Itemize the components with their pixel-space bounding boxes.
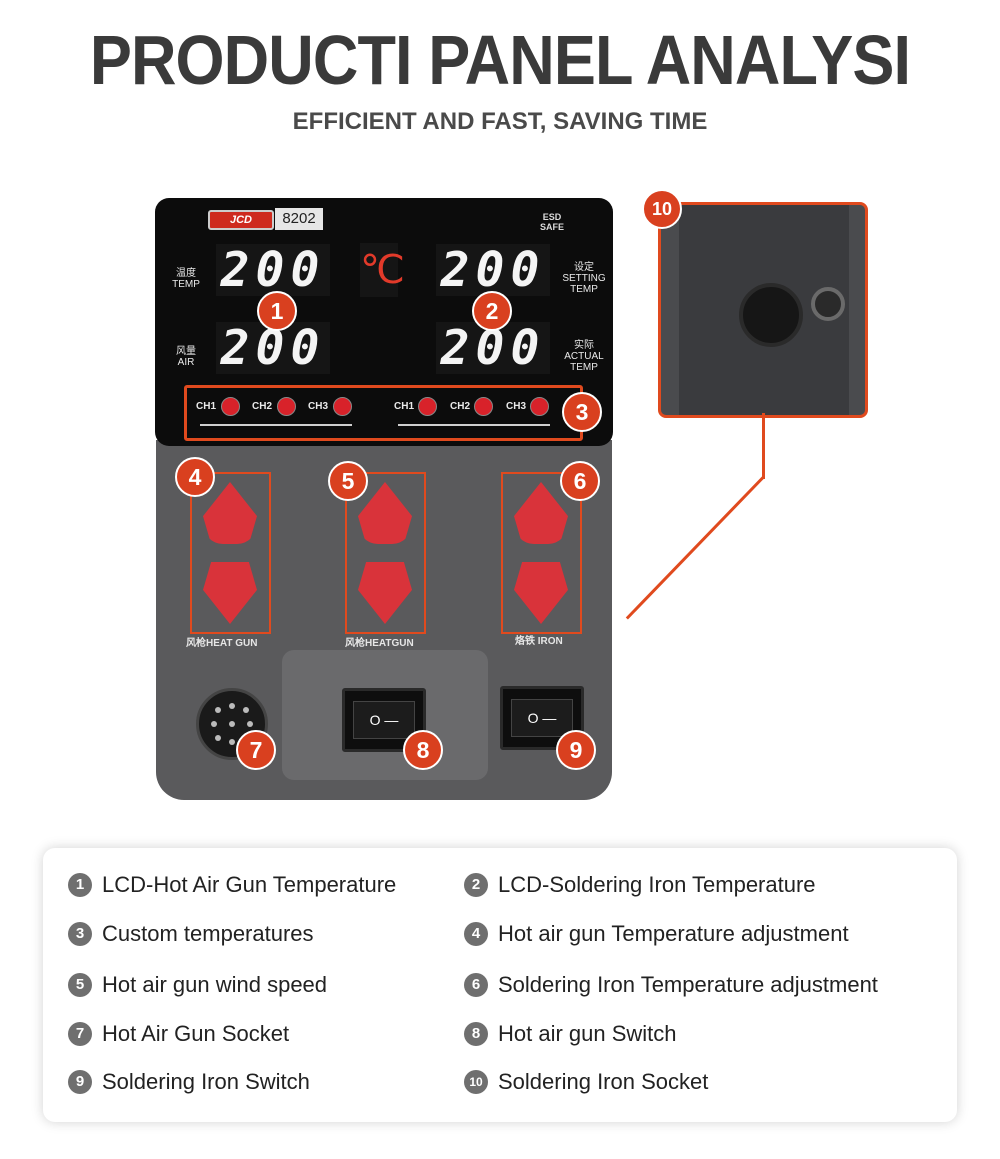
callout-badge-1: 1 (257, 291, 297, 331)
page-subtitle: EFFICIENT AND FAST, SAVING TIME (292, 108, 708, 135)
page-title: PRODUCTI PANEL ANALYSI (89, 21, 911, 99)
celsius-indicator: ℃ (360, 243, 405, 297)
custom-temperature-box (184, 385, 583, 441)
callout-badge-3: 3 (562, 392, 602, 432)
soldering-iron-switch[interactable]: O — (500, 686, 584, 750)
ch2-left-button[interactable] (277, 397, 296, 416)
soldering-iron-socket-inset (658, 202, 868, 418)
channel-label: CH3 (308, 401, 329, 412)
heat-gun-temp-adjust-box (190, 472, 271, 634)
callout-badge-5: 5 (328, 461, 368, 501)
hot-air-gun-switch[interactable]: O — (342, 688, 426, 752)
wind-speed-adjust-box (345, 472, 426, 634)
iron-temp-adjust-box (501, 472, 582, 634)
legend-panel (43, 848, 957, 1122)
channel-label: CH1 (394, 401, 415, 412)
leader-line (625, 476, 765, 620)
channel-label: CH3 (506, 401, 527, 412)
setting-temp-display: 200 (436, 244, 550, 296)
ground-jack (811, 287, 845, 321)
channel-divider (398, 424, 550, 426)
brand-logo: JCD (208, 210, 274, 230)
heat-gun-label: 风枪HEAT GUN (186, 638, 258, 649)
temp-display: 200 (216, 244, 330, 296)
channel-divider (200, 424, 352, 426)
ch3-left-button[interactable] (333, 397, 352, 416)
ch3-right-button[interactable] (530, 397, 549, 416)
heat-gun-label: 风枪HEATGUN (345, 638, 414, 649)
callout-badge-8: 8 (403, 730, 443, 770)
ch2-right-button[interactable] (474, 397, 493, 416)
model-number: 8202 (275, 208, 323, 230)
leader-line (762, 413, 765, 479)
ch1-left-button[interactable] (221, 397, 240, 416)
callout-badge-4: 4 (175, 457, 215, 497)
channel-label: CH1 (196, 401, 217, 412)
callout-badge-7: 7 (236, 730, 276, 770)
callout-badge-2: 2 (472, 291, 512, 331)
iron-label: 烙铁 IRON (515, 636, 563, 647)
soldering-iron-socket (739, 283, 803, 347)
callout-badge-6: 6 (560, 461, 600, 501)
channel-label: CH2 (450, 401, 471, 412)
ch1-right-button[interactable] (418, 397, 437, 416)
callout-badge-9: 9 (556, 730, 596, 770)
rocker-switch: O — (511, 699, 573, 737)
channel-label: CH2 (252, 401, 273, 412)
esd-safe-label: ESD SAFE (539, 212, 564, 232)
rocker-switch: O — (353, 701, 415, 739)
callout-badge-10: 10 (642, 189, 682, 229)
